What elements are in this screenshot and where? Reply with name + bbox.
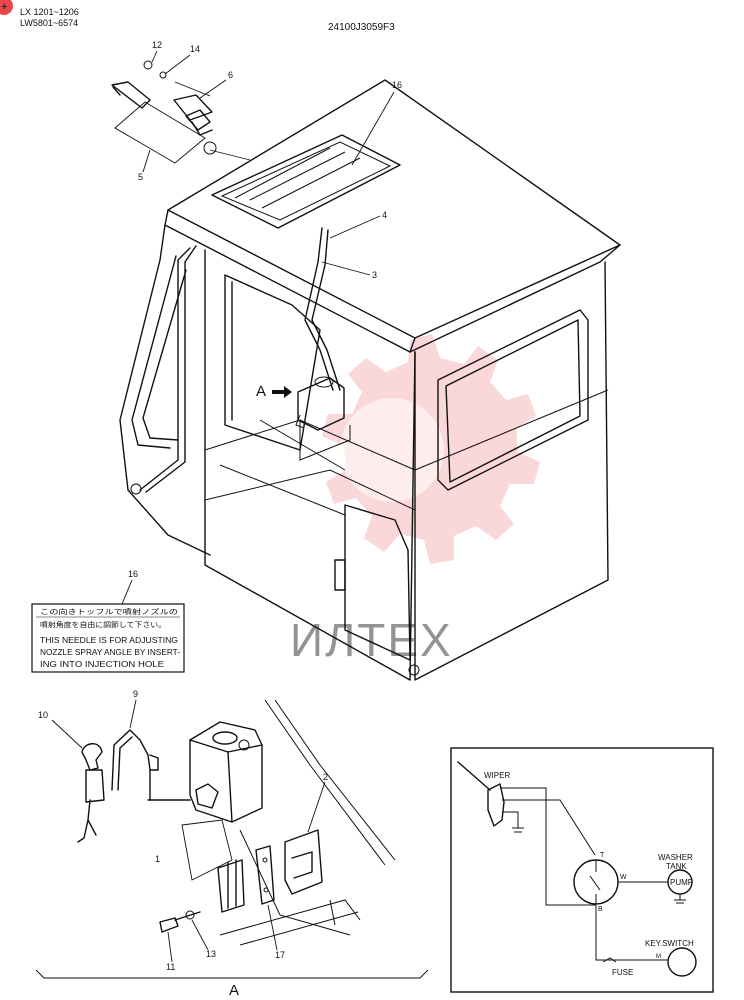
- callout-13: 13: [206, 949, 216, 959]
- circuit-terminal-b: B: [598, 906, 603, 913]
- cab-drawing: [119, 79, 621, 681]
- circuit-washer-label-1: WASHER: [658, 853, 693, 862]
- label-en-line-3: ING INTO INJECTION HOLE: [40, 660, 164, 669]
- circuit-fuse-label: FUSE: [612, 968, 633, 977]
- circuit-pump-label: PUMP: [670, 878, 693, 887]
- callout-2: 2: [323, 772, 328, 782]
- callout-11: 11: [166, 962, 175, 972]
- callout-3: 3: [372, 270, 377, 280]
- arrow-right-icon: [272, 386, 292, 398]
- circuit-terminal-w: W: [620, 874, 627, 881]
- callout-1: 1: [155, 854, 160, 864]
- nozzle-assembly: [111, 60, 251, 164]
- circuit-wiper-label: WIPER: [484, 771, 510, 780]
- plus-badge-icon: +: [0, 0, 13, 15]
- callout-17: 17: [275, 950, 285, 960]
- detail-a-drawing: [35, 699, 429, 979]
- model-range-line-1: LX 1201~1206: [20, 7, 79, 17]
- circuit-washer-label-2: TANK: [666, 862, 687, 871]
- model-range-line-2: LW5801~6574: [20, 18, 78, 28]
- detail-a-label: A: [229, 982, 239, 999]
- label-jp-line-1: この向きトッフルで噴射ノズルの: [40, 607, 178, 616]
- callout-12: 12: [152, 40, 162, 50]
- callout-16: 16: [392, 80, 402, 90]
- callout-9: 9: [133, 689, 138, 699]
- callout-5: 5: [138, 172, 143, 182]
- callout-arrow-a: A: [256, 383, 266, 400]
- watermark-gear: ИЛТЕХ: [290, 334, 540, 666]
- circuit-terminal-t: T: [600, 852, 605, 859]
- circuit-key-switch-label: KEY.SWITCH: [645, 939, 694, 948]
- label-en-line-1: THIS NEEDLE IS FOR ADJUSTING: [40, 636, 178, 645]
- callout-16-label: 16: [128, 569, 138, 579]
- callout-10: 10: [38, 710, 48, 720]
- circuit-terminal-m: M: [656, 954, 661, 960]
- drawing-number: 24100J3059F3: [328, 22, 395, 33]
- svg-text:+: +: [1, 1, 7, 13]
- label-plate: この向きトッフルで噴射ノズルの 噴射角度を自由に調節して下さい。 THIS NE…: [31, 603, 185, 673]
- callout-14: 14: [190, 44, 200, 54]
- label-en-line-2: NOZZLE SPRAY ANGLE BY INSERT-: [40, 648, 180, 657]
- callout-6: 6: [228, 70, 233, 80]
- label-jp-line-2: 噴射角度を自由に調節して下さい。: [40, 620, 166, 629]
- callout-4: 4: [382, 210, 387, 220]
- circuit-diagram: [450, 747, 714, 993]
